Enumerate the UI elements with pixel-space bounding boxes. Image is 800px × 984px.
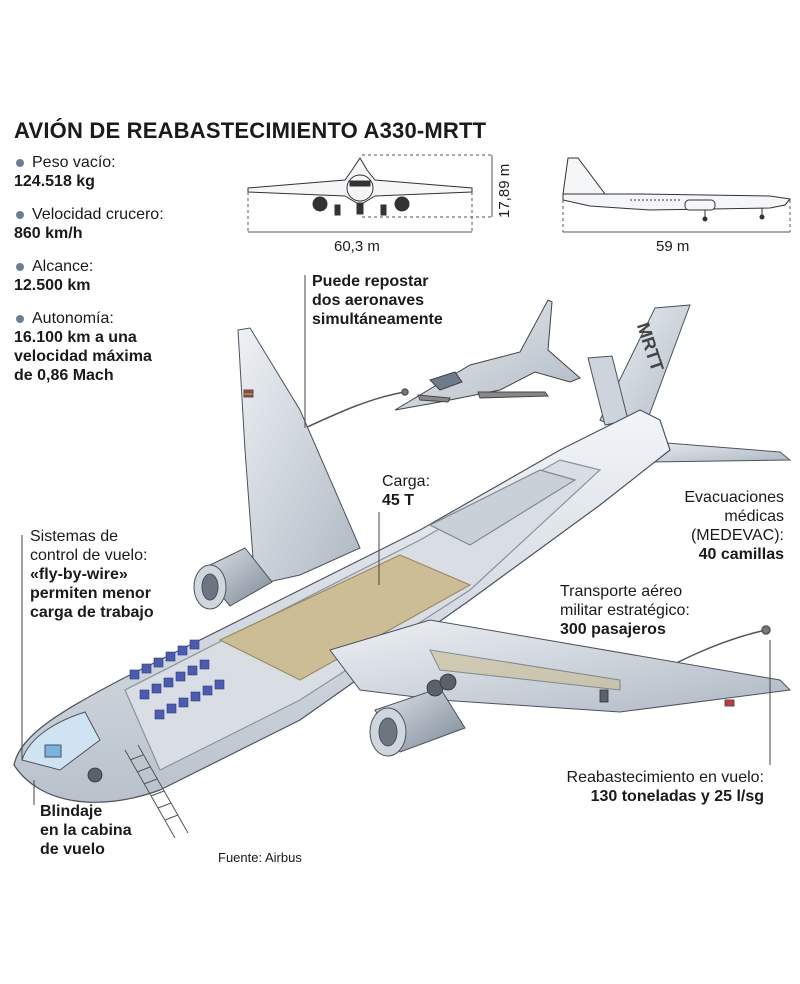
callout-inflight-refuel: Reabastecimiento en vuelo: 130 toneladas… [567, 768, 764, 806]
tail-section [587, 304, 792, 463]
spec-empty-weight: Peso vacío: 124.518 kg [14, 153, 116, 191]
spec-cruise-speed: Velocidad crucero: 860 km/h [14, 205, 164, 243]
length-label: 59 m [656, 238, 690, 255]
passenger-seats [129, 639, 225, 720]
near-engine [369, 687, 466, 757]
callout-cargo-value: 45 T [382, 492, 415, 509]
front-view-aircraft [247, 157, 473, 216]
callout-bold-line: carga de trabajo [30, 604, 154, 621]
fighter-jet [394, 299, 581, 411]
source-credit: Fuente: Airbus [218, 850, 302, 865]
spec-endurance: Autonomía: 16.100 km a una velocidad máx… [14, 309, 152, 385]
callout-line: Sistemas de [30, 528, 119, 545]
spec-value: 860 km/h [14, 225, 83, 242]
spec-label: Velocidad crucero: [14, 205, 164, 224]
callout-inflight-label: Reabastecimiento en vuelo: [566, 769, 764, 786]
height-label: 17,89 m [496, 163, 513, 218]
spec-range: Alcance: 12.500 km [14, 257, 93, 295]
front-view-dimension-lines [247, 154, 493, 233]
spec-label: Alcance: [14, 257, 93, 276]
far-engine [193, 547, 273, 610]
callout-line: (MEDEVAC): [690, 527, 784, 544]
callout-line: médicas [724, 508, 784, 525]
callout-transport: Transporte aéreo militar estratégico: 30… [560, 582, 690, 639]
cockpit [21, 711, 101, 771]
callout-line: Evacuaciones [684, 489, 784, 506]
callout-bold-line: permiten menor [30, 585, 151, 602]
spec-value: 124.518 kg [14, 173, 95, 190]
callout-cargo-label: Carga: [382, 473, 431, 490]
spec-value: 16.100 km a una velocidad máxima de 0,86… [14, 329, 152, 384]
callout-line: Transporte aéreo [560, 583, 683, 600]
fuselage [13, 409, 671, 803]
spec-label: Peso vacío: [14, 153, 116, 172]
callout-inflight-value: 130 toneladas y 25 l/sg [590, 788, 764, 805]
callout-medevac-value: 40 camillas [698, 546, 784, 563]
spec-label: Autonomía: [14, 309, 152, 328]
callout-cargo: Carga: 45 T [382, 472, 430, 510]
side-view-dimension-lines [562, 200, 791, 233]
far-wing [237, 327, 361, 586]
callout-flight-control: Sistemas de control de vuelo: «fly-by-wi… [30, 527, 154, 622]
callout-line: control de vuelo: [30, 547, 148, 564]
landing-gear [87, 673, 609, 783]
side-view-aircraft [562, 157, 791, 222]
page-title: AVIÓN DE REABASTECIMIENTO A330-MRTT [14, 118, 487, 143]
callout-transport-value: 300 pasajeros [560, 621, 666, 638]
boarding-stairs [124, 744, 189, 839]
callout-refuel-two: Puede repostar dos aeronaves simultáneam… [312, 273, 443, 328]
callout-medevac: Evacuaciones médicas (MEDEVAC): 40 camil… [684, 488, 784, 564]
callout-armor: Blindaje en la cabina de vuelo [40, 803, 132, 858]
callout-bold-line: «fly-by-wire» [30, 566, 128, 583]
callout-line: militar estratégico: [560, 602, 690, 619]
spec-value: 12.500 km [14, 277, 91, 294]
wingspan-label: 60,3 m [334, 238, 380, 255]
leader-lines [21, 275, 771, 805]
